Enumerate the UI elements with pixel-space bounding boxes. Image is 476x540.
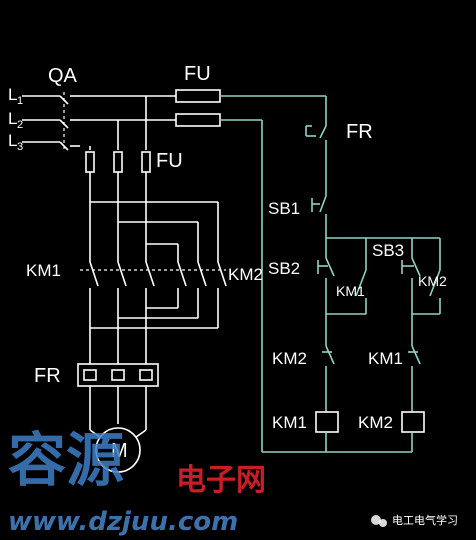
wechat-badge: 电工电气学习 xyxy=(371,513,458,527)
control-circuit xyxy=(175,89,441,453)
km1-coil xyxy=(315,411,339,433)
fr-nc-contact xyxy=(305,125,327,196)
km2-coil xyxy=(401,411,425,433)
km1-interlock-contact xyxy=(408,345,421,412)
label-motor: M xyxy=(111,440,128,462)
label-sb3: SB3 xyxy=(372,241,404,260)
label-sb1: SB1 xyxy=(268,199,300,218)
wechat-badge-label: 电工电气学习 xyxy=(392,513,458,527)
label-fu-mid: FU xyxy=(156,150,183,172)
label-sb2: SB2 xyxy=(268,259,300,278)
label-fr-main: FR xyxy=(34,365,61,387)
label-km1-main: KM1 xyxy=(26,261,61,280)
label-l3: L xyxy=(8,131,17,150)
qa-breaker xyxy=(59,92,80,151)
label-km2-interlock: KM2 xyxy=(272,349,307,368)
power-circuit xyxy=(22,92,227,473)
control-fuses xyxy=(175,89,221,127)
sb1-stop-button xyxy=(311,195,327,238)
label-l1-sub: 1 xyxy=(17,95,23,107)
motor xyxy=(95,427,141,473)
label-l2-sub: 2 xyxy=(17,119,23,131)
label-km1-aux: KM1 xyxy=(336,283,365,299)
km2-main-contacts xyxy=(177,261,227,287)
watermark-brand: 容源 xyxy=(8,426,124,494)
label-l1: L xyxy=(8,85,17,104)
watermark-url: www.dzjuu.com xyxy=(8,507,238,537)
label-fr-control: FR xyxy=(346,121,373,143)
label-l2: L xyxy=(8,109,17,128)
watermark: 容源 电子网 www.dzjuu.com 电工电气学习 xyxy=(8,426,458,537)
label-km2-aux: KM2 xyxy=(418,273,447,289)
sb2-start-button xyxy=(317,257,335,314)
label-fu-top: FU xyxy=(184,63,211,85)
label-qa: QA xyxy=(48,65,78,87)
label-km1-coil: KM1 xyxy=(272,413,307,432)
sb3-start-button xyxy=(401,257,421,314)
main-fuses xyxy=(85,151,151,173)
km1-aux-contact xyxy=(326,258,367,315)
label-km2-main: KM2 xyxy=(228,265,263,284)
label-l3-sub: 3 xyxy=(17,141,23,153)
label-km1-interlock: KM1 xyxy=(368,349,403,368)
km2-aux-contact xyxy=(412,258,441,315)
thermal-relay-main xyxy=(77,363,159,387)
watermark-brand-sub: 电子网 xyxy=(176,463,266,498)
labels: QA FU FU FR L 1 L 2 L 3 SB1 SB2 SB3 KM1 … xyxy=(8,63,447,462)
km2-interlock-contact xyxy=(322,345,335,412)
km1-main-contacts xyxy=(89,261,155,287)
label-km2-coil: KM2 xyxy=(358,413,393,432)
